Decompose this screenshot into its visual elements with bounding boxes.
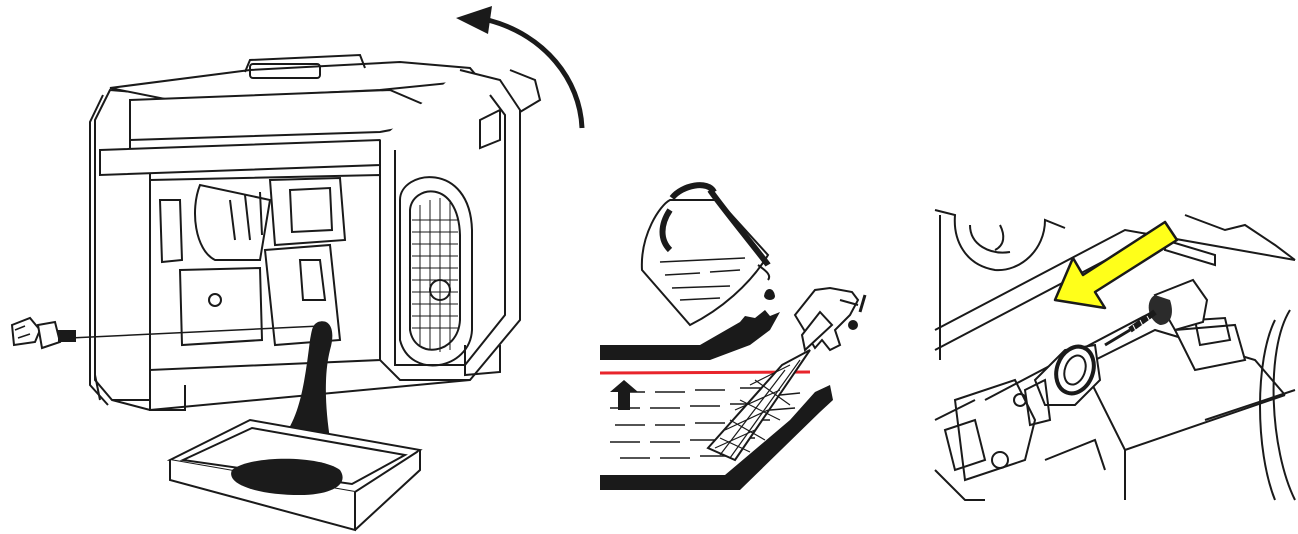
generator-drain-drawing xyxy=(0,0,600,534)
fill-plug-closeup xyxy=(925,0,1298,534)
level-up-arrow-icon xyxy=(610,380,638,410)
engine-closeup-drawing xyxy=(925,0,1298,534)
drain-pan-icon xyxy=(170,420,420,530)
oil-fill-drawing xyxy=(590,0,890,534)
oil-fill-cross-section-icon xyxy=(600,310,833,490)
measuring-cup-icon xyxy=(642,185,774,325)
drain-oil-illustration xyxy=(0,0,600,534)
fill-oil-illustration xyxy=(590,0,890,534)
